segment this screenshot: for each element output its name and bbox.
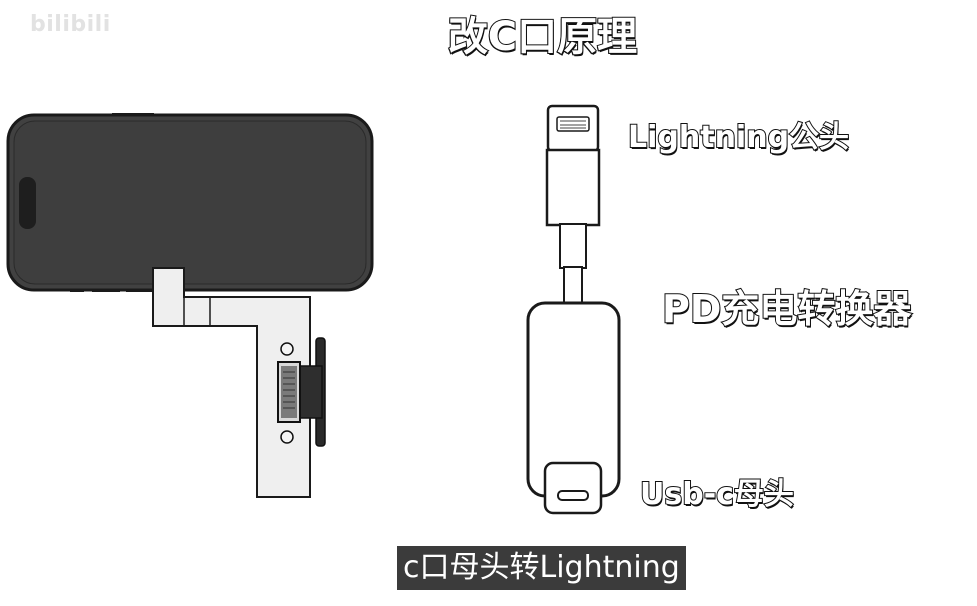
dynamic-island (19, 177, 36, 229)
usbc-female-label: Usb-c母头 (639, 476, 795, 513)
usb-c-port-icon (277, 337, 326, 447)
lightning-male-label: Lightning公头 (627, 119, 850, 156)
pd-converter-label: PD充电转换器 (661, 286, 912, 332)
subtitle-caption: c口母头转Lightning (397, 546, 686, 590)
adapter-icon (526, 301, 621, 515)
flex-cable-icon (152, 267, 311, 498)
page-title: 改C口原理 (447, 13, 638, 61)
bilibili-logo: bilibili (30, 12, 111, 37)
watermark: bilibili (10, 12, 111, 37)
lightning-connector-icon (545, 104, 601, 306)
phone-icon (6, 113, 374, 292)
